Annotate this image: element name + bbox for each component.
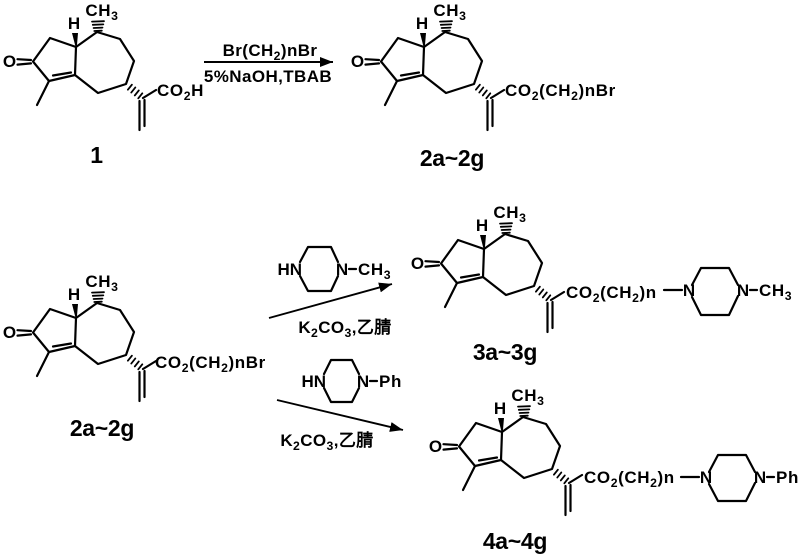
piperazine-hn-label: HN [301, 372, 326, 391]
reaction-2-arrow [268, 282, 393, 319]
compound-1-core [1, 0, 158, 132]
piperazine-ring-bonds [707, 453, 757, 503]
reaction-1: Br(CH2)nBr 5%NaOH,TBAB [204, 41, 333, 86]
reaction-3-conditions: K2CO3,乙腈 [280, 431, 373, 453]
piperazine-n-label: N [336, 260, 348, 279]
reaction-2: HN N CH3 K2CO3,乙腈 [268, 245, 393, 340]
bromoalkyl-ester-label: CO2(CH2)nBr [155, 353, 266, 375]
compound-4-core [427, 384, 584, 517]
n-phenyl-label: Ph [776, 468, 799, 487]
compound-2-top: CO2(CH2)nBr 2a~2g [349, 0, 616, 171]
carboxylic-acid-label: CO2H [157, 81, 204, 103]
piperazine-n-right-label: N [754, 468, 766, 487]
n-methyl-label: CH3 [759, 281, 792, 303]
piperazine-ring-bonds [322, 358, 361, 404]
reaction-1-reagent: Br(CH2)nBr [223, 41, 318, 63]
compound-2-top-label: 2a~2g [420, 145, 484, 171]
compound-4: CO2(CH2)n N N Ph 4a~4g [427, 384, 799, 554]
compound-2-top-core [349, 0, 506, 132]
reagent-phenylpiperazine: HN N Ph [301, 358, 402, 404]
compound-3: CO2(CH2)n N N CH3 3a~3g [409, 201, 792, 365]
reaction-1-conditions: 5%NaOH,TBAB [204, 67, 332, 86]
aminoalkyl-ester-chain-label: CO2(CH2)n [584, 468, 675, 490]
piperazine-n-right-label: N [737, 281, 749, 300]
compound-3-core [409, 201, 566, 334]
compound-1-label: 1 [90, 142, 103, 168]
reagent-methylpiperazine: HN N CH3 [277, 245, 391, 293]
piperazine-ring-bonds [690, 266, 740, 317]
n-methyl-label: CH3 [358, 260, 391, 282]
compound-2-bottom: CO2(CH2)nBr 2a~2g [1, 270, 266, 441]
compound-2-bottom-core [1, 270, 158, 403]
compound-1: CO2H 1 [1, 0, 204, 168]
compound-4-label: 4a~4g [483, 528, 547, 554]
aminoalkyl-ester-chain-label: CO2(CH2)n [566, 283, 657, 305]
compound-2-bottom-label: 2a~2g [70, 415, 134, 441]
piperazine-n-label: N [357, 372, 369, 391]
n-phenyl-label: Ph [379, 372, 402, 391]
piperazine-hn-label: HN [277, 260, 302, 279]
piperazine-ring-bonds [298, 245, 340, 293]
reaction-3: HN N Ph K2CO3,乙腈 [276, 358, 404, 453]
reaction-3-arrow [276, 399, 404, 432]
compound-3-label: 3a~3g [473, 339, 537, 365]
reaction-2-conditions: K2CO3,乙腈 [298, 318, 391, 340]
bromoalkyl-ester-label: CO2(CH2)nBr [505, 81, 616, 103]
